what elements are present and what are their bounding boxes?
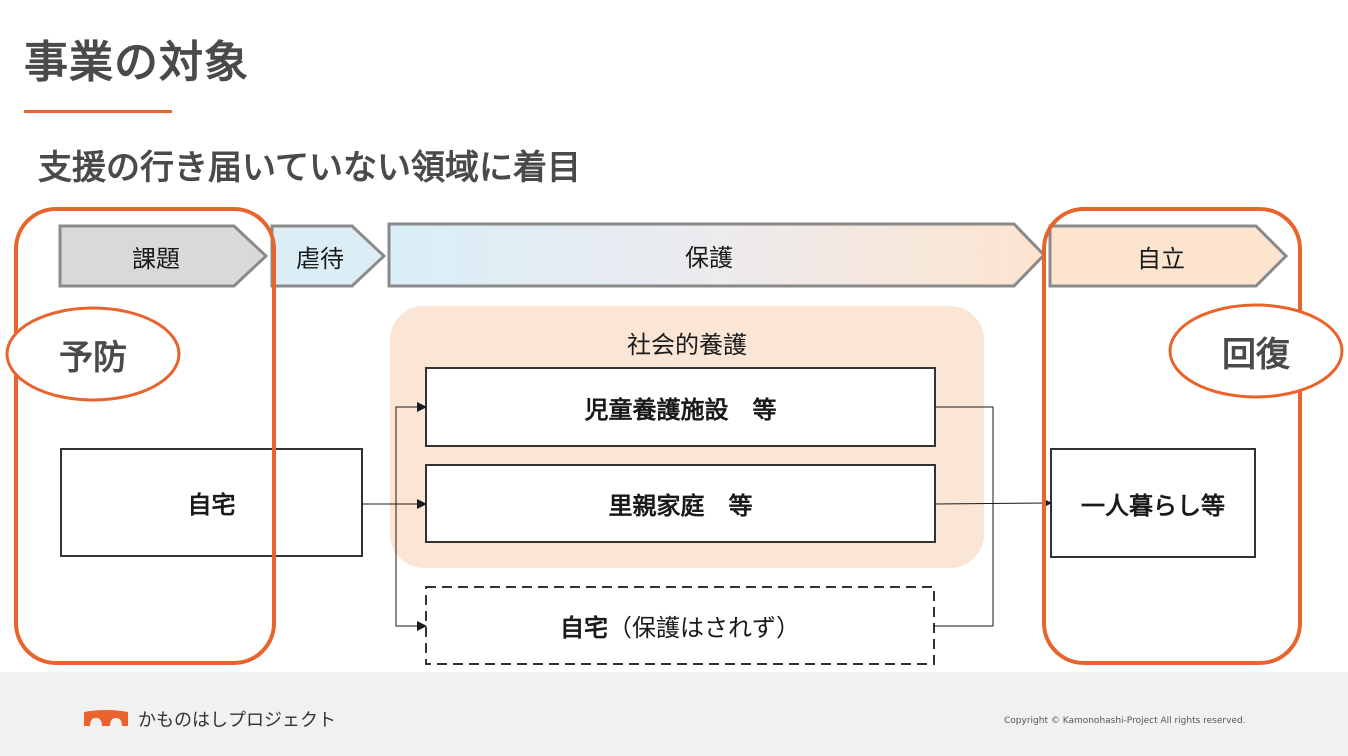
connector-facility-out	[935, 406, 994, 503]
home-unprotected-note: （保護はされず）	[608, 614, 800, 642]
home-unprotected-label: 自宅（保護はされず）	[426, 587, 934, 664]
stage-independence-arrow	[1048, 224, 1289, 288]
stage-protection-label: 保護	[685, 243, 733, 272]
prevention-frame	[14, 207, 276, 665]
footer-logo-text: かものはしプロジェクト	[138, 710, 336, 731]
social-care-label: 社会的養護	[627, 330, 747, 359]
title-underline	[24, 110, 172, 113]
page-subtitle: 支援の行き届いていない領域に着目	[38, 148, 581, 188]
living-alone-label: 一人暮らし等	[1081, 491, 1225, 520]
prevention-oval	[5, 306, 181, 402]
recovery-frame	[1042, 207, 1302, 665]
footer	[0, 672, 1348, 756]
prevention-label: 予防	[59, 337, 127, 378]
recovery-label: 回復	[1222, 334, 1290, 375]
connector-home-to-unprotected	[395, 504, 427, 631]
stage-independence-label: 自立	[1137, 244, 1185, 273]
bridge-logo-icon	[84, 710, 128, 726]
page-title: 事業の対象	[24, 37, 249, 88]
copyright-text: Copyright © Kamonohashi-Project All righ…	[1004, 716, 1246, 726]
recovery-oval	[1168, 303, 1344, 399]
home-box	[60, 448, 363, 557]
stage-issue-arrow	[58, 224, 269, 288]
foster-label: 里親家庭 等	[608, 492, 753, 520]
living-alone-box	[1050, 448, 1256, 558]
connector-home-to-facility	[362, 402, 427, 505]
stage-issue-label: 課題	[132, 244, 180, 273]
stage-protection-arrow	[387, 222, 1047, 288]
connector-unprotected-out	[934, 503, 994, 627]
flow-diagram	[5, 207, 1344, 665]
stage-abuse-label: 虐待	[296, 244, 344, 273]
facility-label: 児童養護施設 等	[584, 395, 777, 424]
home-label: 自宅	[187, 491, 236, 519]
connector-foster-to-living-alone	[934, 498, 1052, 509]
home-unprotected-bold: 自宅	[560, 614, 608, 642]
